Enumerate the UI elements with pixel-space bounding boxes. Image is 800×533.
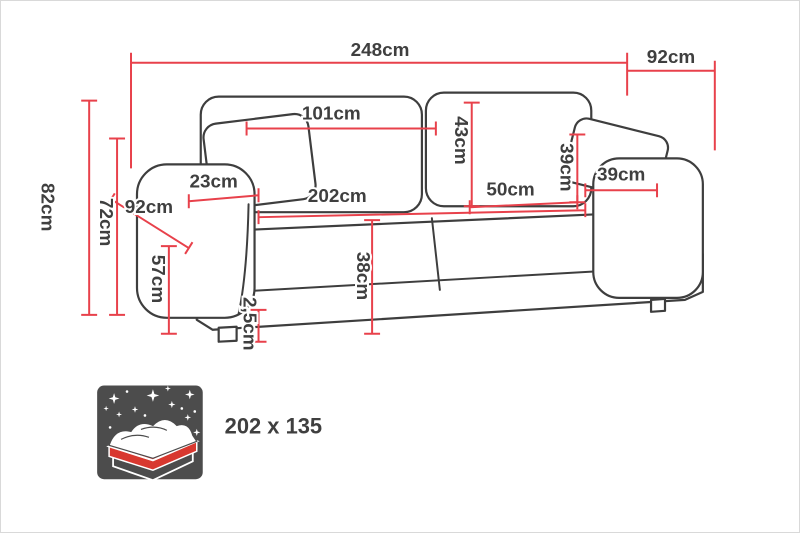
dim-backrest-height-line: [109, 137, 126, 316]
sleeping-area-icon: [97, 385, 203, 482]
dim-depth-label: 92cm: [647, 47, 695, 68]
dim-back-cushion-height-label: 43cm: [450, 116, 471, 164]
dim-armrest-width-line: [187, 188, 260, 209]
armrest-right: [592, 157, 704, 299]
blanket: [108, 418, 198, 459]
dim-leg-height-line: [250, 308, 267, 343]
dim-height-line: [81, 99, 98, 316]
sofa-illustration: [135, 91, 704, 343]
leg-right: [649, 297, 667, 313]
dim-armrest-depth-label: 92cm: [125, 197, 173, 218]
dim-pillow-width-label: 39cm: [597, 164, 645, 185]
leg-left: [217, 325, 238, 343]
sleeping-area-label: 202 x 135: [225, 413, 322, 438]
armrest-left-crease: [237, 203, 250, 315]
dimension-lines: [81, 52, 716, 343]
dim-leg-height-label: 2,5cm: [239, 297, 260, 351]
dim-height-label: 82cm: [36, 183, 57, 231]
dim-back-cushion-width-line: [245, 121, 437, 136]
dim-pillow-width-line: [584, 183, 659, 198]
dimension-labels: 248cm 92cm 82cm 72cm 101cm 43cm 39cm 39c…: [34, 38, 697, 353]
bed-pictogram: [106, 418, 200, 482]
dim-armrest-height-label: 57cm: [147, 255, 168, 303]
dim-pillow-height-label: 39cm: [555, 143, 576, 191]
dim-back-cushion-width-label: 101cm: [302, 104, 361, 125]
dim-armrest-width-label: 23cm: [190, 171, 238, 192]
blanket-fold-lines: [120, 426, 168, 440]
dim-seat-height-label: 38cm: [352, 252, 373, 300]
dim-seat-depth-label: 50cm: [486, 179, 534, 200]
dim-armrest-depth-line: [106, 192, 194, 255]
dim-depth-line: [627, 60, 716, 151]
dim-seat-width-line: [257, 203, 587, 225]
dim-total-width-line: [130, 52, 629, 169]
dim-armrest-height-line: [160, 245, 177, 335]
seat-split-line: [430, 217, 441, 291]
dim-seat-width-label: 202cm: [308, 186, 367, 207]
sparkle-stars: [103, 385, 201, 436]
dim-backrest-height-label: 72cm: [95, 198, 116, 246]
dim-seat-height-line: [364, 219, 381, 335]
dim-total-width-label: 248cm: [351, 40, 410, 61]
armrest-left: [135, 163, 256, 319]
